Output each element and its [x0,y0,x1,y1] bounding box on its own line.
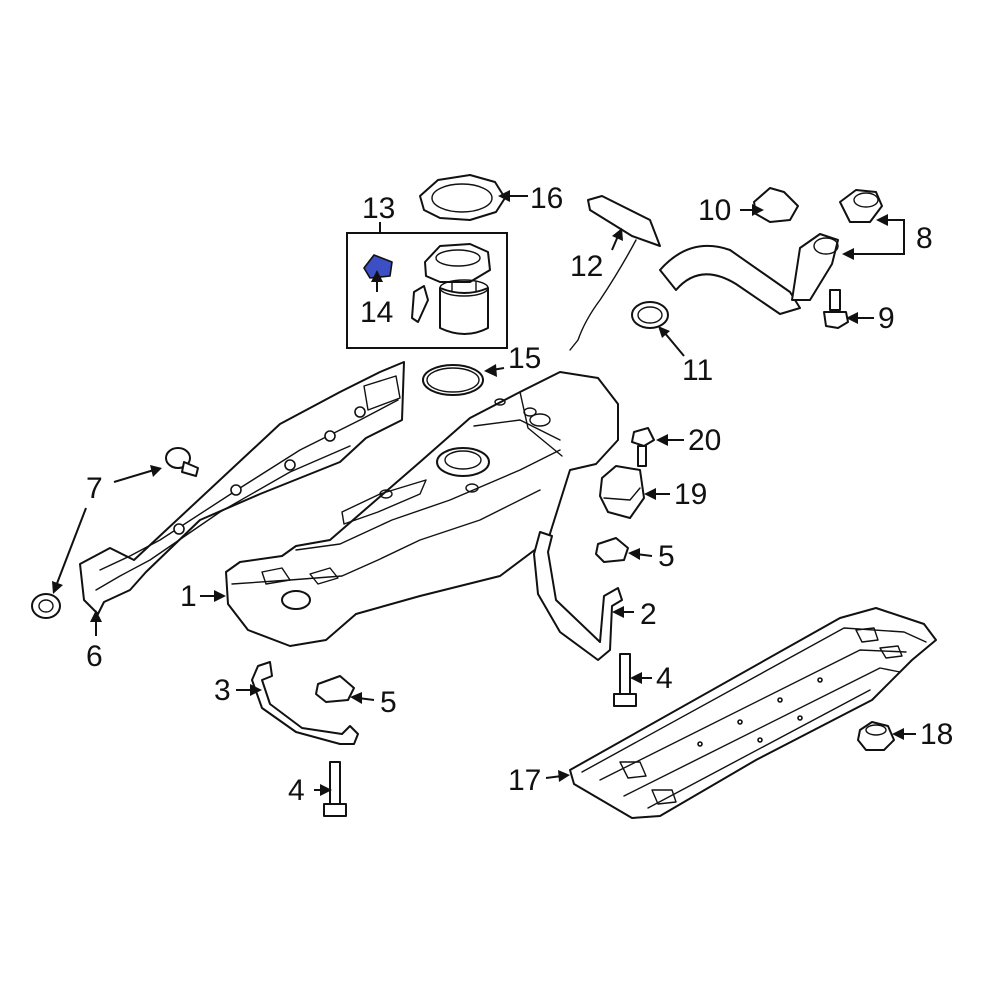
callout-10: 10 [698,194,731,227]
part-18-flange-nut[interactable] [857,721,895,751]
part-19-control-module[interactable] [599,465,645,519]
part-15-seal[interactable] [422,364,484,396]
part-1-fuel-tank[interactable] [225,371,619,647]
part-20-bolt[interactable] [631,427,655,467]
part-12-vapor-line[interactable] [569,195,661,351]
callout-4-left: 4 [288,774,305,807]
part-5-nut-lower[interactable] [315,675,355,703]
part-7-push-pin-upper[interactable] [165,447,199,477]
callout-18: 18 [920,718,953,751]
callout-1: 1 [180,580,197,613]
callout-3: 3 [214,674,231,707]
callout-5-upper: 5 [658,540,675,573]
part-17-skid-plate[interactable] [569,607,937,819]
callout-6: 6 [86,640,103,673]
callout-17: 17 [508,764,541,797]
callout-14: 14 [360,296,393,329]
part-8-filler-neck[interactable] [839,189,883,223]
callout-8: 8 [916,222,933,255]
part-filler-pipe[interactable] [659,233,839,315]
callout-13: 13 [362,192,395,225]
callout-11: 11 [682,354,713,387]
callout-12: 12 [570,250,603,283]
callout-16: 16 [530,182,563,215]
part-11-hose-clamp[interactable] [631,301,669,329]
callout-15: 15 [508,342,541,375]
part-2-tank-strap-right[interactable] [533,531,623,661]
callout-5-lower: 5 [380,686,397,719]
part-13-fuel-pump-module[interactable] [346,222,508,349]
part-14-sensor-highlighted[interactable] [363,254,393,279]
part-16-lock-ring[interactable] [419,174,506,221]
part-7-push-pin-lower[interactable] [31,593,61,619]
callout-9: 9 [878,302,895,335]
part-4-bolt-left[interactable] [323,761,347,817]
callout-labels: 13 16 14 15 12 10 8 9 11 20 19 5 2 4 18 … [86,182,953,807]
callout-2: 2 [640,598,657,631]
part-6-heat-shield[interactable] [79,361,405,615]
part-10-clip[interactable] [753,187,799,223]
part-5-nut-upper[interactable] [595,537,629,563]
callout-20: 20 [688,424,721,457]
callout-4-right: 4 [656,662,673,695]
callout-7: 7 [86,472,103,505]
part-9-bolt[interactable] [823,289,849,329]
part-4-bolt-right[interactable] [613,653,637,707]
module-frame [346,232,508,349]
leader-lines [52,190,916,796]
callout-19: 19 [674,478,707,511]
part-3-tank-strap-left[interactable] [251,661,359,745]
